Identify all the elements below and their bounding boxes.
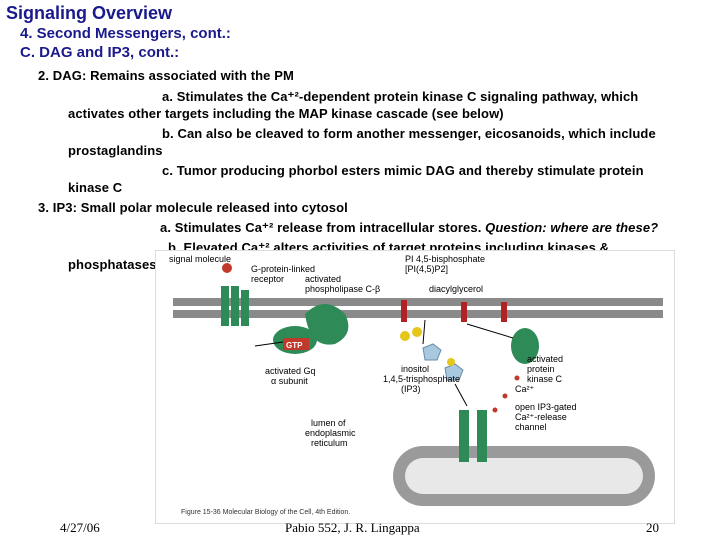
ip3-point-b-cont: phosphatases (68, 257, 157, 272)
footer-page-number: 20 (646, 520, 659, 535)
phosphate-icon-1 (400, 331, 410, 341)
label-ip3-2: (IP3) (401, 384, 421, 394)
er-lumen (405, 458, 643, 494)
ip3-channel-right (477, 410, 487, 462)
heading-dag-ip3: C. DAG and IP3, cont.: (20, 44, 180, 61)
dag-icon (461, 302, 467, 322)
label-gpcr-2: receptor (251, 274, 284, 284)
arrow-ip3 (422, 319, 426, 345)
plc-icon (305, 304, 349, 345)
label-channel-2: Ca²⁺-release (515, 412, 567, 422)
label-gpcr: G-protein-linked (251, 264, 315, 274)
label-er-2: endoplasmic (305, 428, 356, 438)
dag-line: 2. DAG: Remains associated with the PM (38, 68, 294, 83)
dag-icon-2 (501, 302, 507, 322)
arrow-dag (466, 323, 514, 339)
label-pip2: PI 4,5-bisphosphate (405, 254, 485, 264)
pip2-icon (401, 300, 407, 322)
ip3-point-a-question: Question: where are these? (485, 220, 659, 235)
label-channel: open IP3-gated (515, 402, 577, 412)
label-ip3: 1,4,5-trisphosphate (383, 374, 460, 384)
label-dag: diacylglycerol (429, 284, 483, 294)
ca-ion-icon-3 (492, 407, 498, 413)
label-plc: activated (305, 274, 341, 284)
membrane-inner (173, 310, 663, 318)
label-pkc: activated (527, 354, 563, 364)
gtp-badge (283, 338, 309, 350)
gpcr-helix-2 (231, 286, 239, 326)
signal-molecule-icon (222, 263, 232, 273)
pkc-icon (511, 328, 539, 364)
phosphate-icon-2 (412, 327, 422, 337)
ip3-channel-left (459, 410, 469, 462)
label-er: lumen of (311, 418, 346, 428)
label-ca: Ca²⁺ (515, 384, 535, 394)
ip3-point-a-text: a. Stimulates Ca⁺² release from intracel… (160, 220, 482, 235)
dag-point-b: b. Can also be cleaved to form another m… (162, 126, 656, 141)
heading-second-messengers: 4. Second Messengers, cont.: (20, 25, 231, 42)
ca-ion-icon-1 (514, 375, 520, 381)
label-pkc-3: kinase C (527, 374, 563, 384)
figure-caption: Figure 15-36 Molecular Biology of the Ce… (181, 509, 350, 516)
label-signal-molecule: signal molecule (169, 254, 231, 264)
label-channel-3: channel (515, 422, 547, 432)
membrane-outer (173, 298, 663, 306)
label-pip2-2: [PI(4,5)P2] (405, 264, 448, 274)
ip3-line: 3. IP3: Small polar molecule released in… (38, 200, 348, 215)
figure-svg: GTP signal molecule G-protein-linked rec… (155, 250, 675, 524)
ip3-icon-1 (422, 343, 442, 361)
label-gq-2: α subunit (271, 376, 308, 386)
signaling-figure: GTP signal molecule G-protein-linked rec… (155, 250, 675, 524)
arrow-channel (454, 383, 468, 407)
arrow-gq (254, 341, 284, 347)
dag-point-a: a. Stimulates the Ca⁺²-dependent protein… (162, 89, 639, 104)
phosphate-icon-3 (447, 358, 455, 366)
dag-point-c-cont: kinase C (68, 180, 123, 195)
gpcr-helix-3 (241, 290, 249, 326)
gpcr-helix-1 (221, 286, 229, 326)
label-gq: activated Gq (265, 366, 316, 376)
label-plc-2: phospholipase C-β (305, 284, 380, 294)
label-pkc-2: protein (527, 364, 555, 374)
footer-course: Pabio 552, J. R. Lingappa (285, 520, 420, 535)
dag-point-c: c. Tumor producing phorbol esters mimic … (162, 163, 644, 178)
ip3-point-a: a. Stimulates Ca⁺² release from intracel… (160, 220, 658, 236)
ca-ion-icon-2 (502, 393, 508, 399)
dag-point-a-cont: activates other targets including the MA… (68, 106, 504, 121)
label-er-3: reticulum (311, 438, 348, 448)
dag-point-b-cont: prostaglandins (68, 143, 163, 158)
footer-date: 4/27/06 (60, 520, 100, 535)
gtp-label: GTP (286, 341, 303, 350)
label-inositol: inositol (401, 364, 429, 374)
slide-title: Signaling Overview (6, 3, 173, 23)
